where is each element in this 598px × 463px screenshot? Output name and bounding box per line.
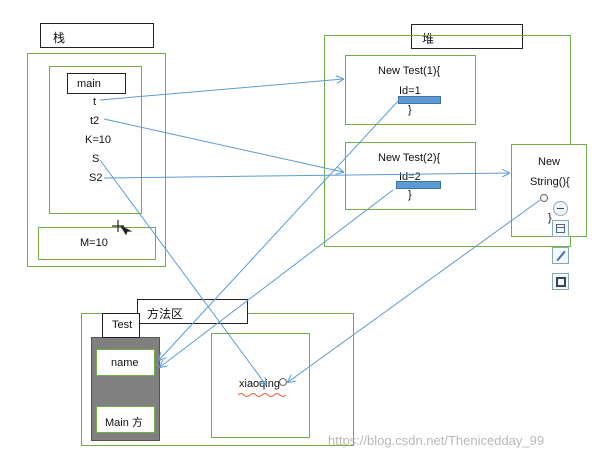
watermark: https://blog.csdn.net/Thenicedday_99 [328, 433, 545, 448]
stack-title-box: 栈 [40, 23, 154, 48]
test2-header: New Test(2){ [378, 152, 441, 164]
main-frame [49, 66, 142, 214]
class-tab: Test [112, 319, 133, 331]
string-close: } [548, 212, 552, 224]
move-cursor-icon [112, 220, 133, 236]
spell-underline [238, 393, 287, 397]
layout-icon[interactable] [552, 220, 569, 237]
string-line1: New [538, 156, 561, 168]
class-field-name: name [96, 349, 155, 376]
constant-anchor-handle[interactable] [279, 378, 287, 386]
stack-var-t2: t2 [90, 115, 100, 127]
main-frame-label-box: main [67, 73, 126, 94]
stack-title: 栈 [53, 31, 66, 45]
string-line2: String(){ [530, 176, 570, 188]
arrow-test2-to-name [160, 189, 394, 367]
minus-circle-icon[interactable] [553, 201, 568, 216]
stack-region [27, 53, 166, 267]
heap-object-test1: New Test(1){ Id=1 } [345, 55, 476, 125]
class-method-main-label: Main 方 [105, 417, 143, 429]
heap-title-box: 堆 [411, 24, 523, 49]
stack-var-k: K=10 [85, 134, 111, 146]
arrow-s-to-constant [99, 159, 266, 385]
pencil-icon[interactable] [552, 247, 569, 264]
test2-close: } [408, 189, 412, 201]
stack-var-s2: S2 [89, 172, 103, 184]
class-method-main: Main 方 [96, 406, 155, 433]
arrow-t-to-test1 [99, 79, 343, 101]
test1-field: Id=1 [399, 85, 421, 97]
method-area-title: 方法区 [147, 307, 184, 321]
test1-header: New Test(1){ [378, 65, 441, 77]
class-field-name-label: name [111, 357, 139, 369]
arrow-s2-to-string [103, 173, 509, 179]
arrow-t2-to-test2 [103, 118, 343, 172]
heap-object-test2: New Test(2){ Id=2 } [345, 142, 476, 210]
main-frame-label: main [77, 78, 101, 90]
class-tab-box: Test [102, 313, 140, 338]
heap-region [324, 35, 571, 247]
static-var-box: M=10 [38, 227, 156, 260]
string-anchor-handle[interactable] [540, 194, 548, 202]
crop-icon[interactable] [552, 273, 569, 290]
test1-close: } [408, 104, 412, 116]
stack-var-s: S [92, 153, 100, 165]
stack-var-t: t [93, 96, 97, 108]
test2-field-bar [396, 181, 441, 189]
arrow-test1-to-name [159, 99, 400, 360]
static-var: M=10 [80, 237, 108, 249]
arrow-string-to-constant [288, 199, 541, 382]
heap-object-string: New String(){ } [511, 144, 587, 237]
